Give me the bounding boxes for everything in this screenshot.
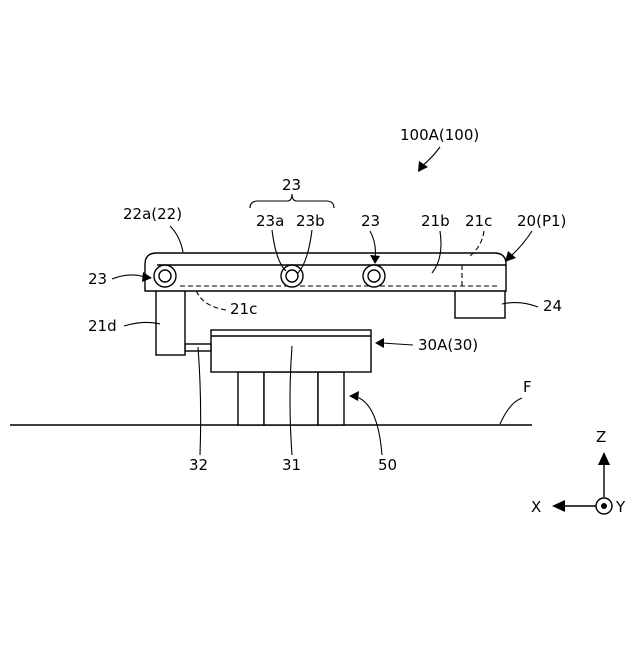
leader-pedestal (357, 397, 382, 455)
axis-y-label: Y (615, 498, 626, 516)
leader-apparatus (422, 147, 440, 166)
leader-conveyor-unit (511, 231, 532, 256)
conveyor-frame (145, 253, 506, 291)
label-frame-inner: 21b (421, 212, 450, 230)
roller-right (363, 265, 385, 287)
label-pedestal: 50 (378, 456, 397, 474)
label-roller-part-a: 23a (256, 212, 284, 230)
pedestal-leg-1 (238, 372, 264, 425)
z-arrow-icon (598, 452, 610, 465)
brace-roller-group (250, 194, 334, 208)
leader-leg (124, 322, 160, 326)
axis-indicator (552, 452, 612, 514)
roller-middle (281, 265, 303, 287)
label-machine-unit: 30A(30) (418, 336, 478, 354)
label-support-block: 24 (543, 297, 562, 315)
roller-left (154, 265, 176, 287)
label-leg: 21d (88, 317, 117, 335)
label-connecting-rod: 32 (189, 456, 208, 474)
leader-connecting-rod (198, 347, 201, 455)
label-machine-body: 31 (282, 456, 301, 474)
leg-21d (156, 290, 185, 355)
pedestal-leg-3 (318, 372, 344, 425)
x-arrow-icon (552, 500, 565, 512)
label-frame-dash-left: 21c (230, 300, 257, 318)
leader-support-block (502, 303, 538, 307)
label-roller-group: 23 (282, 176, 301, 194)
arrowhead-machine-unit (375, 338, 384, 348)
axis-x-label: X (531, 498, 541, 516)
floor-leader (500, 398, 522, 424)
axis-z-label: Z (596, 428, 606, 446)
pedestal-leg-2 (264, 372, 318, 425)
leader-roller-left (112, 275, 145, 279)
leader-machine-unit (382, 343, 413, 345)
label-apparatus: 100A(100) (400, 126, 479, 144)
leader-belt-top (170, 226, 183, 252)
label-frame-dash-right: 21c (465, 212, 492, 230)
support-block (455, 290, 505, 318)
leader-frame-dash-right (470, 231, 484, 256)
label-roller-mid: 23 (361, 212, 380, 230)
arrowhead-pedestal (349, 391, 359, 401)
label-roller-left: 23 (88, 270, 107, 288)
label-belt-top: 22a(22) (123, 205, 182, 223)
label-conveyor-unit: 20(P1) (517, 212, 566, 230)
leader-frame-dash-left (196, 290, 226, 310)
label-roller-part-b: 23b (296, 212, 325, 230)
floor-label: F (523, 378, 532, 396)
